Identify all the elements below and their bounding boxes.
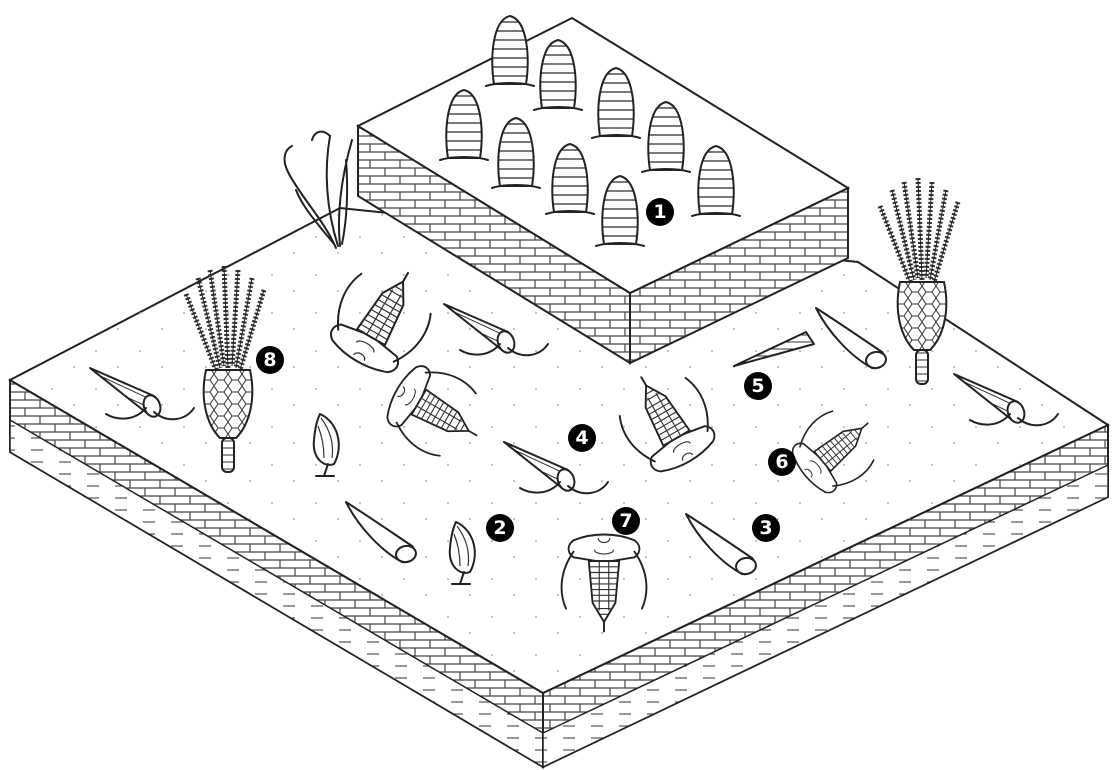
marker-5: 5 bbox=[744, 372, 772, 400]
marker-2: 2 bbox=[486, 514, 514, 542]
marker-label: 6 bbox=[775, 451, 788, 473]
marker-6: 6 bbox=[768, 448, 796, 476]
marker-label: 5 bbox=[751, 375, 764, 397]
archaeocyath-icon bbox=[486, 16, 534, 86]
marker-8: 8 bbox=[256, 346, 284, 374]
marker-label: 1 bbox=[653, 201, 666, 223]
marker-label: 7 bbox=[619, 510, 632, 532]
marker-label: 8 bbox=[263, 349, 276, 371]
marker-label: 4 bbox=[575, 427, 588, 449]
marker-label: 2 bbox=[493, 517, 506, 539]
marker-4: 4 bbox=[568, 424, 596, 452]
marker-3: 3 bbox=[752, 514, 780, 542]
marker-7: 7 bbox=[612, 507, 640, 535]
marker-1: 1 bbox=[646, 198, 674, 226]
marker-label: 3 bbox=[759, 517, 772, 539]
